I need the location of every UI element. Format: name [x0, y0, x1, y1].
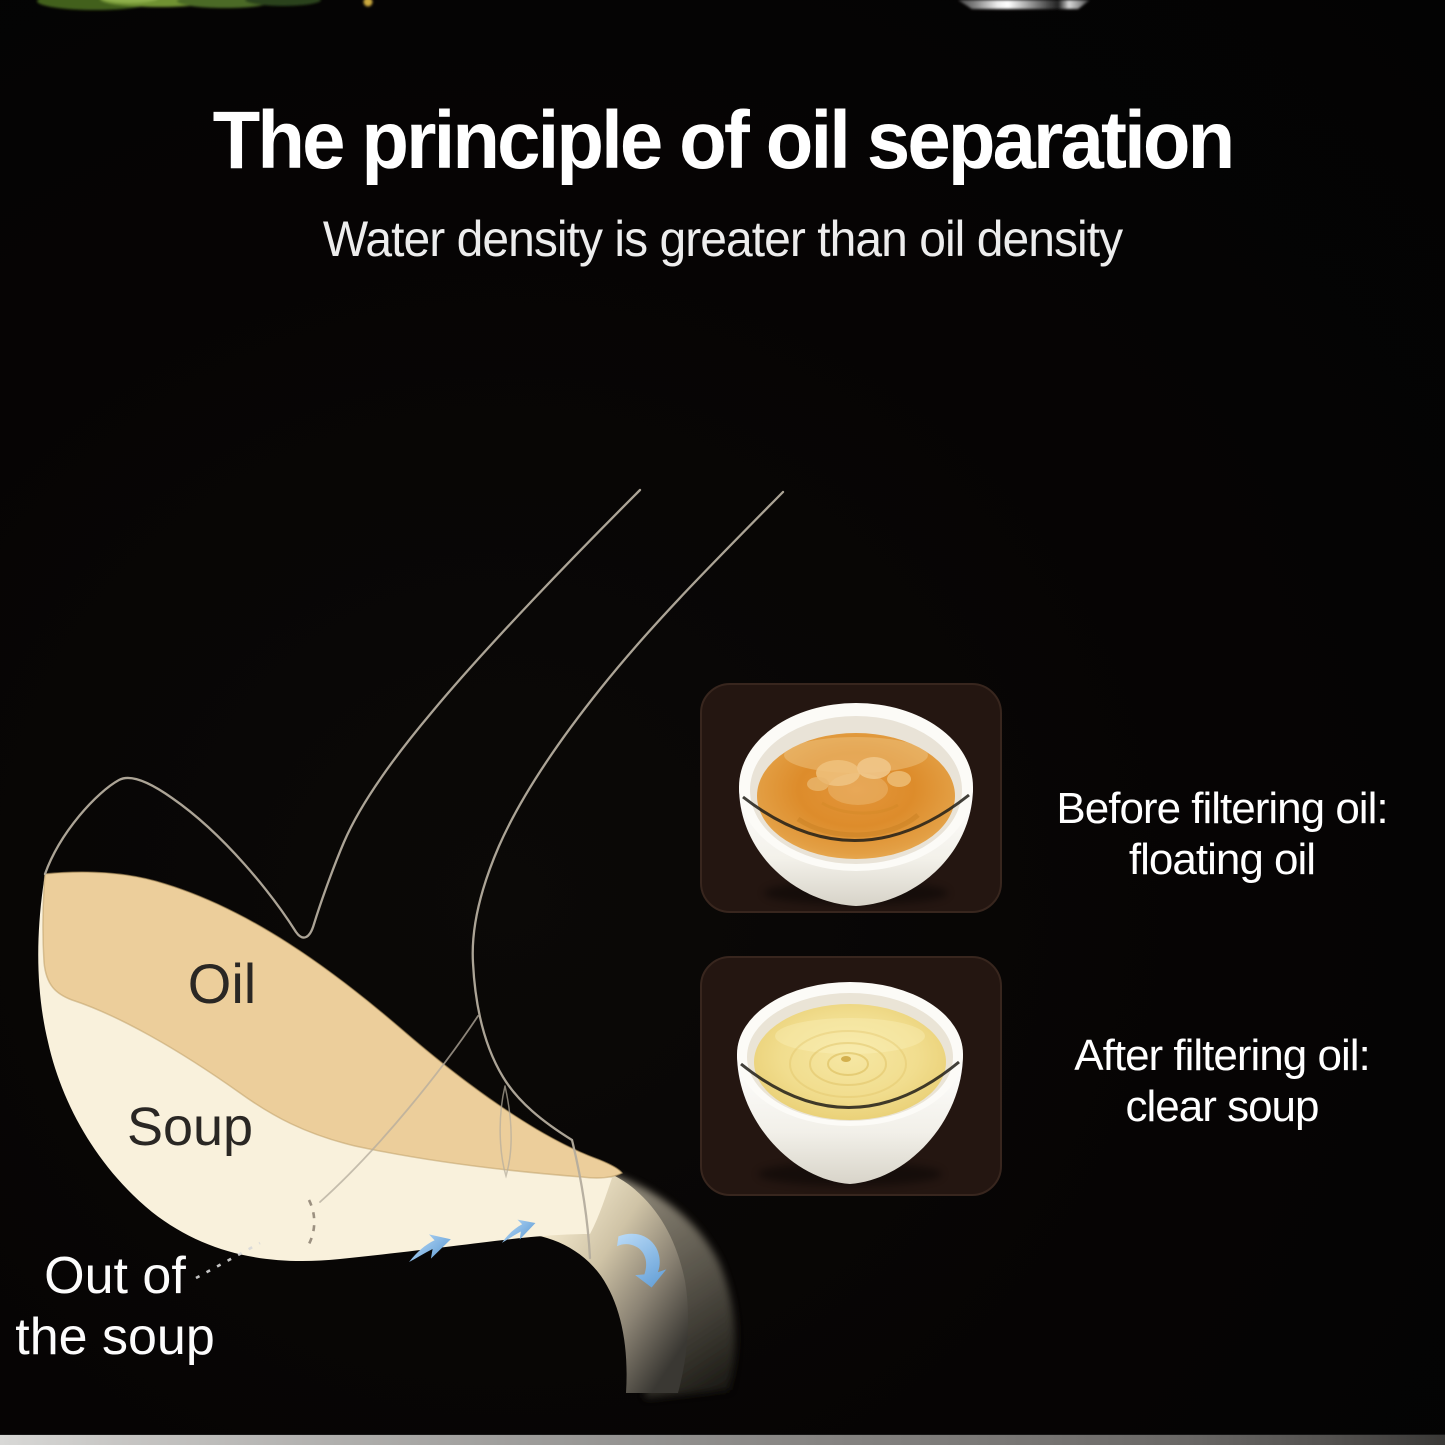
bowl-floating-oil-image: [739, 703, 973, 906]
after-caption-line2: clear soup: [1125, 1082, 1319, 1132]
ladle-outline: [43, 488, 785, 1260]
before-caption-line2: floating oil: [1128, 835, 1316, 885]
utensil-photo-fragment: [958, 0, 1090, 9]
outflow-label-line1: Out of: [44, 1247, 186, 1305]
outflow-label-line2: the soup: [15, 1308, 215, 1367]
after-caption: After filtering oil: clear soup: [1002, 1030, 1442, 1132]
bowl-clear-soup-image: [737, 982, 963, 1186]
top-edge-fragments: [37, 0, 1090, 10]
metal-strip: [0, 1434, 1445, 1445]
before-filtering-card: [700, 683, 1002, 913]
label-pointer-dots: [195, 1241, 261, 1280]
before-caption-line1: Before filtering oil:: [1056, 784, 1388, 833]
flow-arrow-icon: [409, 1219, 667, 1288]
oil-layer-label: Oil: [187, 952, 257, 1015]
food-speck-fragment: [363, 0, 373, 7]
page-subtitle: Water density is greater than oil densit…: [322, 211, 1123, 267]
page-title: The principle of oil separation: [212, 95, 1236, 186]
soup-layer-label: Soup: [126, 1097, 254, 1157]
after-filtering-card: [700, 956, 1002, 1196]
outflow-label: Out of the soup: [0, 1246, 230, 1369]
after-caption-line1: After filtering oil:: [1074, 1031, 1370, 1080]
before-caption: Before filtering oil: floating oil: [1002, 783, 1442, 885]
leaf-photo-fragment: [37, 0, 321, 10]
hidden-edge-dashes: [307, 1199, 316, 1245]
oil-fill: [42, 871, 624, 1179]
